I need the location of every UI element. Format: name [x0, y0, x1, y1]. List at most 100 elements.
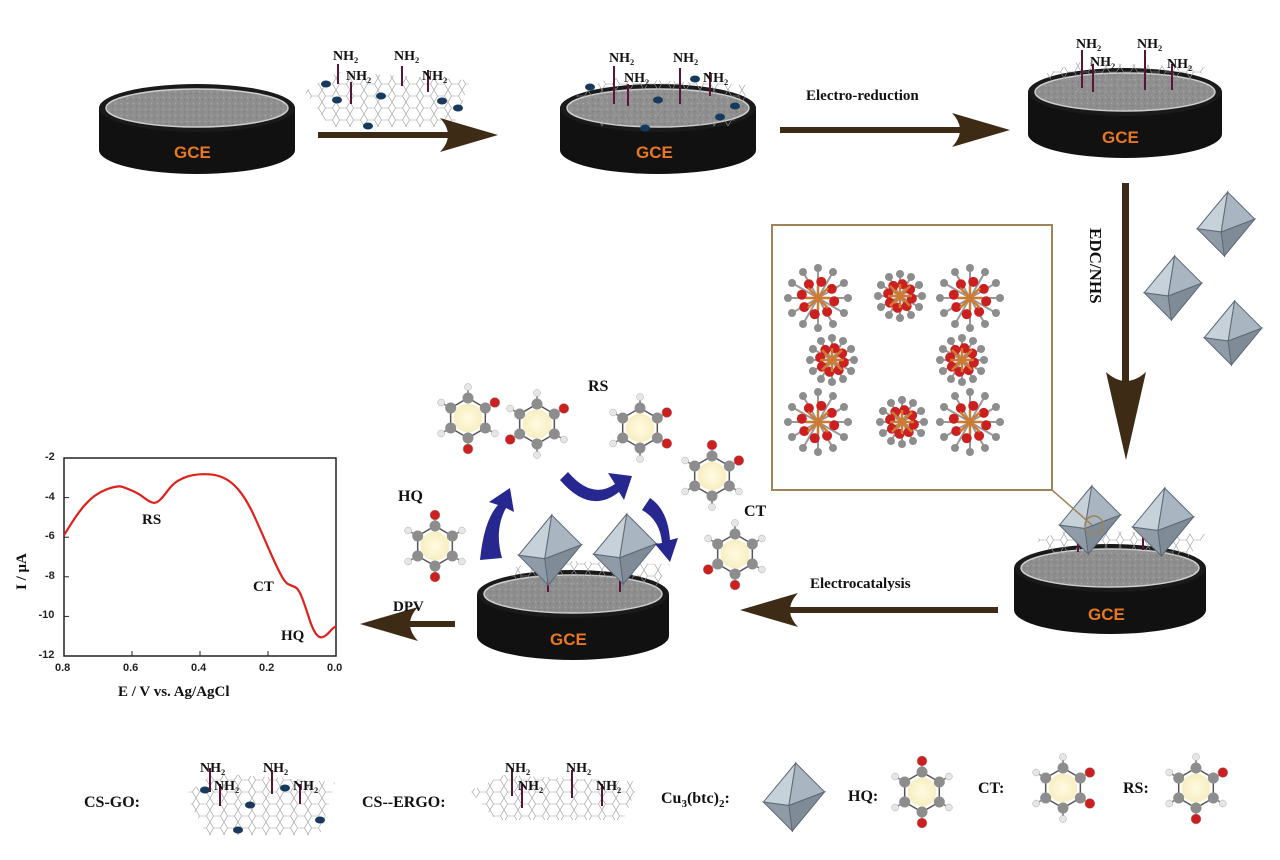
octahedron-face	[1142, 292, 1173, 322]
x-tick-label: 0.0	[327, 662, 343, 674]
octahedron-crystal	[762, 761, 827, 833]
oxygen-group-dot	[730, 102, 740, 110]
octahedron-face	[762, 801, 793, 833]
aromatic-ring	[720, 539, 750, 569]
carbon-atom	[1057, 802, 1069, 814]
carbon-atom	[712, 558, 724, 570]
carbon-atom	[1173, 792, 1185, 804]
gce-label-3: GCE	[1102, 128, 1139, 147]
carbon-atom	[1190, 762, 1202, 774]
oxygen-atom	[978, 283, 989, 294]
carbon-atom	[969, 375, 977, 384]
oxygen-atom	[558, 403, 570, 414]
y-tick-label: -4	[45, 490, 55, 503]
oxygen-atom	[961, 309, 972, 320]
analyte-label-rs: RS	[588, 378, 609, 395]
carbon-atom	[784, 294, 792, 302]
catalytic-cycle-arrows	[480, 472, 678, 562]
oxygen-atom	[826, 283, 837, 294]
aromatic-ring	[697, 461, 727, 491]
hydrogen-atom	[708, 503, 716, 511]
mof-formula-btc: (btc)	[686, 790, 719, 807]
carbon-atom	[885, 311, 893, 320]
carbon-atom	[981, 268, 989, 277]
carbon-atom	[933, 796, 945, 808]
oxygen-group-dot	[315, 816, 325, 824]
mof-bond	[791, 282, 819, 299]
carbon-atom	[817, 375, 825, 384]
gce-label-4: GCE	[1088, 605, 1125, 624]
carbon-atom	[951, 392, 959, 401]
mof-formula-sub2: 2	[718, 798, 725, 811]
hydrogen-atom	[491, 429, 499, 438]
copper-paddlewheel	[820, 348, 844, 372]
oxygen-atom	[809, 433, 820, 444]
x-tick-label: 0.2	[259, 662, 275, 674]
hydrogen-atom	[458, 526, 466, 535]
amine-label: NH₂	[1076, 37, 1102, 52]
octahedron-crystal	[1202, 299, 1264, 367]
octahedron-face	[1157, 515, 1196, 558]
carbon-atom	[940, 403, 949, 411]
graphene-sheet	[1045, 62, 1205, 96]
mof-bond	[817, 421, 845, 438]
carbon-atom	[991, 279, 1000, 287]
legend-label-ct: CT:	[978, 780, 1005, 797]
amine-label: NH₂	[703, 71, 729, 86]
carbon-atom	[947, 336, 955, 345]
carbon-atom	[729, 568, 741, 580]
carbon-atom	[874, 292, 882, 300]
mof-bond	[943, 282, 971, 299]
arrow-shaft	[1122, 183, 1129, 383]
carbon-atom	[918, 292, 926, 300]
carbon-atom	[907, 272, 915, 281]
carbon-atom	[839, 433, 848, 441]
hydrogen-atom	[636, 455, 644, 463]
peak-label-ct: CT	[253, 579, 274, 595]
carbon-atom	[1040, 792, 1052, 804]
carbon-atom	[651, 412, 663, 424]
carbon-atom	[548, 408, 560, 420]
carbon-atom	[887, 398, 895, 407]
oxygen-atom	[1190, 813, 1202, 825]
carbon-atom	[814, 324, 822, 332]
mof-lattice-structure	[784, 264, 1004, 456]
oxygen-group-dot	[245, 801, 255, 809]
copper-paddlewheel	[806, 286, 830, 310]
carbon-atom	[847, 345, 856, 353]
carbon-atom	[844, 294, 852, 302]
carbon-atom	[429, 520, 441, 532]
octahedron-face	[1195, 228, 1226, 258]
amine-label: NH₂	[200, 761, 226, 776]
amine-label: NH₂	[1090, 55, 1116, 70]
oxygen-atom	[829, 420, 840, 431]
carbon-atom	[548, 428, 560, 440]
carbon-atom	[916, 766, 928, 778]
amine-label: NH₂	[505, 761, 531, 776]
hydrogen-atom	[533, 389, 541, 397]
carbon-atom	[878, 407, 887, 415]
mof-formula-cu: Cu	[661, 790, 682, 807]
carbon-atom	[706, 450, 718, 462]
oxygen-atom	[661, 438, 673, 449]
amine-label: NH₂	[293, 779, 319, 794]
electrode-surface	[105, 88, 289, 128]
oxygen-group-dot	[280, 784, 290, 792]
x-tick-label: 0.8	[55, 662, 71, 674]
mof-node	[936, 264, 1004, 332]
carbon-atom	[1074, 792, 1086, 804]
legend-label-rs: RS:	[1123, 780, 1149, 797]
mof-inset-pointer-ring	[1084, 515, 1104, 535]
chart-y-axis-label: I / μA	[14, 553, 30, 590]
hydrogen-atom	[506, 404, 514, 413]
chart-ticks	[63, 457, 337, 657]
mof-bond	[943, 406, 971, 423]
amine-label: NH₂	[394, 49, 420, 64]
octahedron-crystal	[1142, 254, 1204, 322]
mof-bond	[802, 297, 819, 325]
oxygen-group-dot	[453, 104, 463, 112]
hydrogen-atom	[636, 393, 644, 401]
benzene-molecule	[1165, 753, 1229, 825]
oxygen-atom	[955, 403, 966, 414]
